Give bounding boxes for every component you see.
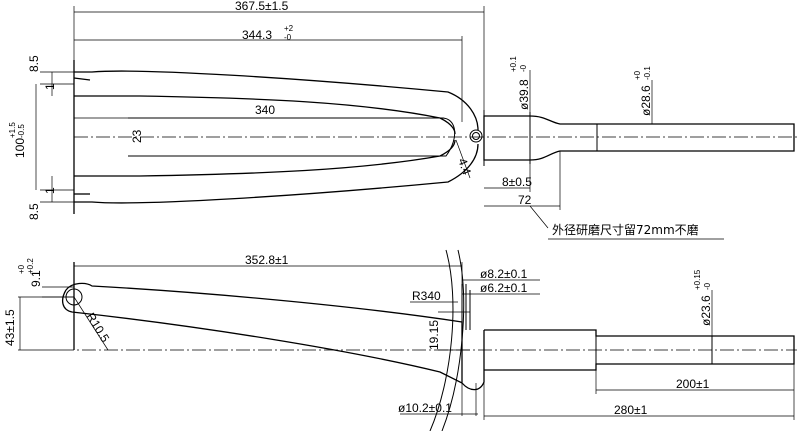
dim-upper-gap: 8.5 <box>27 55 41 72</box>
crown-arc-outer <box>429 249 454 431</box>
dim-r105: R10.5 <box>83 310 112 345</box>
dim-steerer-tol-plus: +0 <box>633 70 642 80</box>
crown-hole-inner <box>472 132 480 140</box>
dim-dropout-offset-tol-minus: +0.2 <box>26 258 35 274</box>
crown-hole-outer <box>469 129 483 143</box>
dim-steerer: ø28.6 <box>639 85 653 116</box>
note-leader <box>529 205 549 229</box>
dim-inner-tol-minus: -0 <box>284 33 292 42</box>
dim-upper-dropout: 1 <box>43 83 57 90</box>
dim-bottom: ø10.2±0.1 <box>398 401 452 415</box>
dim-offset: 4.4 <box>455 156 474 177</box>
dim-inner-tol-plus: +2 <box>284 24 294 33</box>
dim-crown-race-tol-plus: +0.1 <box>509 56 518 72</box>
dim-offset-leader <box>455 139 471 179</box>
grind-note: 外径研磨尺寸留72mm不磨 <box>552 223 699 237</box>
dim-hole-height: 19.15 <box>427 320 441 350</box>
dim-step: 8±0.5 <box>502 175 532 189</box>
dim-side-grind: 200±1 <box>676 377 710 391</box>
dim-side-steerer-len: 280±1 <box>614 403 648 417</box>
upper-dropout-line <box>73 77 91 81</box>
dim-spacing-tol-minus: -0.5 <box>17 124 26 138</box>
dim-r340: R340 <box>412 289 441 303</box>
side-view: 352.8±1 9.1 +0 +0.2 43±1.5 R10.5 R340 ø8… <box>3 249 797 431</box>
dim-grind: 72 <box>518 193 532 207</box>
dim-inner-text: 344.3 <box>242 28 272 42</box>
side-blade-lower <box>61 289 463 384</box>
dim-rake: 43±1.5 <box>3 309 17 346</box>
dim-hole-inner: ø6.2±0.1 <box>480 281 528 295</box>
lower-blade-inner <box>74 139 456 177</box>
dim-overall-text: 367.5±1.5 <box>235 0 289 13</box>
dim-crown-race: ø39.8 <box>517 79 531 110</box>
upper-blade-outer <box>74 70 479 131</box>
dim-dropout-offset: 9.1 <box>29 270 43 287</box>
dim-crown-race-tol-minus: -0 <box>519 64 528 72</box>
top-view: 367.5±1.5 344.3 +2 -0 340 23 8.5 1 100 +… <box>8 0 797 240</box>
dim-lower-gap: 8.5 <box>27 203 41 220</box>
dim-side-overall: 352.8±1 <box>245 253 289 267</box>
dim-lower-dropout: 1 <box>43 187 57 194</box>
dim-hole-outer: ø8.2±0.1 <box>480 267 528 281</box>
dim-side-steerer-tol-plus: +0.15 <box>693 269 702 290</box>
crown-arc-inner <box>441 249 465 431</box>
dim-spacing: 100 <box>13 138 27 158</box>
dim-dropout-offset-tol-plus: +0 <box>17 264 26 274</box>
top-crown-steerer <box>483 115 795 161</box>
side-blade-upper <box>65 282 485 391</box>
lower-blade-outer <box>74 143 479 204</box>
dim-slot-text: 340 <box>255 103 275 117</box>
dim-side-steerer-tol-minus: -0 <box>703 282 712 290</box>
dim-spacing-tol-plus: +1.5 <box>8 122 17 138</box>
dim-steerer-tol-minus: -0.1 <box>643 66 652 80</box>
dim-slot-width: 23 <box>130 129 144 143</box>
upper-blade-inner <box>74 95 456 135</box>
dim-side-steerer: ø23.6 <box>699 295 713 326</box>
dim-r105-leader <box>73 296 109 351</box>
